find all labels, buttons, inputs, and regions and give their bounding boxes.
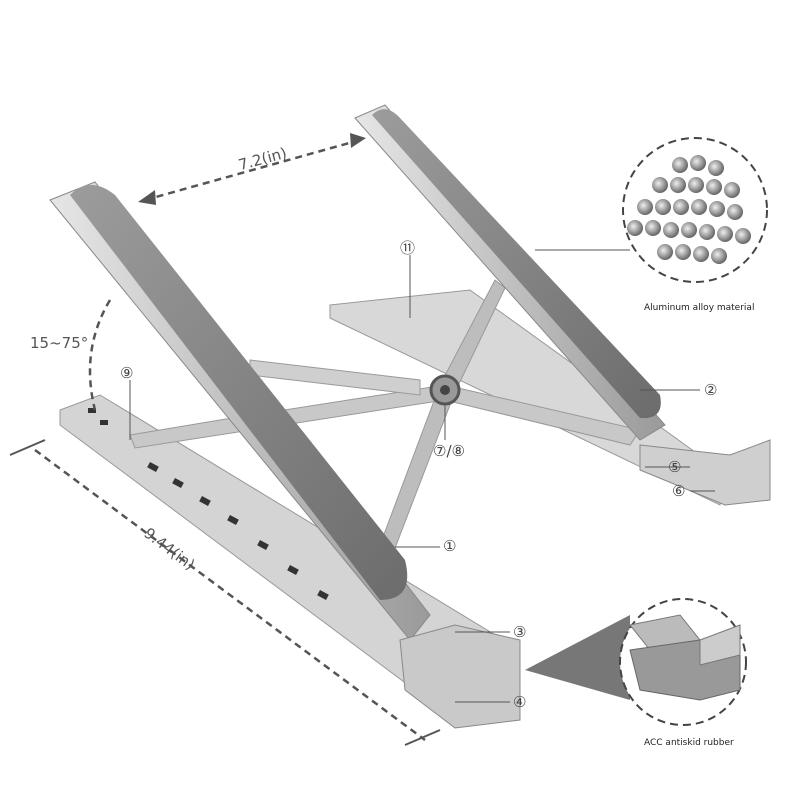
callout-6: ⑥ — [672, 482, 686, 500]
back-hook — [639, 439, 771, 506]
angle-dimension-label: 15~75° — [30, 334, 89, 352]
callout-3: ③ — [513, 623, 527, 641]
dimension-lines — [34, 138, 426, 742]
zoom-cone — [525, 615, 630, 700]
callout-11: ⑪ — [400, 239, 416, 257]
rubber-caption: ACC antiskid rubber — [644, 738, 734, 748]
arrowhead — [350, 133, 366, 148]
front-hook — [399, 624, 521, 729]
back-pad — [372, 109, 661, 419]
callout-2: ② — [704, 381, 718, 399]
callout-1: ① — [443, 537, 457, 555]
callout-5: ⑤ — [668, 458, 682, 476]
vent-slots — [88, 408, 329, 600]
callout-4: ④ — [513, 693, 527, 711]
aluminum-rods — [627, 155, 751, 264]
callout-7-8: ⑦/⑧ — [433, 442, 465, 460]
support-arm — [249, 359, 421, 396]
material-caption: Aluminum alloy material — [644, 303, 755, 313]
callout-leaders — [129, 249, 715, 703]
callout-9: ⑨ — [120, 364, 134, 382]
arrowhead — [138, 190, 156, 205]
rubber-foot-detail — [629, 614, 741, 701]
front-pad — [70, 185, 408, 600]
